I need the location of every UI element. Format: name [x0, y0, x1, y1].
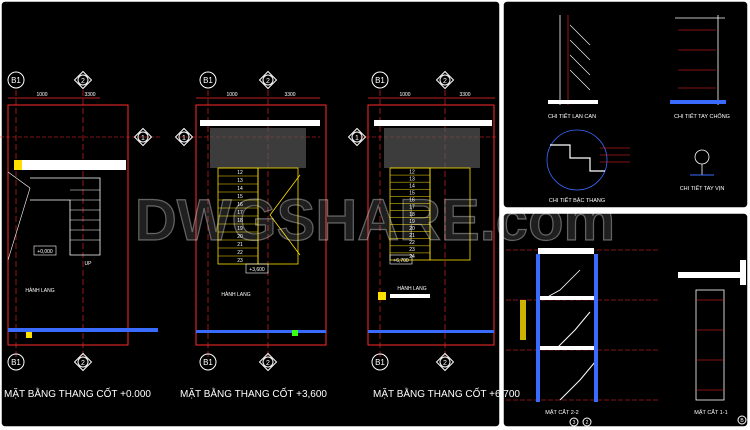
- stair-step-number: 20: [237, 234, 243, 240]
- axis-label-2-bottom: 2: [443, 360, 447, 367]
- axis-label-b1-bottom: B1: [375, 358, 385, 367]
- axis-label-b1-top: B1: [11, 76, 21, 85]
- room-label: HÀNH LANG: [397, 285, 426, 292]
- stair-step-number: 13: [409, 176, 415, 182]
- axis-label-1: 1: [355, 135, 359, 142]
- room-label: HÀNH LANG: [25, 287, 54, 294]
- dim-right: 3300: [459, 92, 470, 98]
- section-axis-b: B: [740, 418, 744, 424]
- plan-level-6700: B1 2 1000 3300 1213141516171819202122232…: [347, 70, 520, 400]
- plan-caption-1: MẶT BẰNG THANG CỐT +3,600: [180, 386, 327, 400]
- axis-label-b1-top: B1: [203, 76, 213, 85]
- stair-step-number: 21: [409, 233, 415, 239]
- stair-step-number: 16: [409, 198, 415, 204]
- stair-step-number: 22: [409, 240, 415, 246]
- panel-details: [502, 0, 749, 209]
- detail-caption-tay-vin: CHI TIẾT TAY VỊN: [680, 185, 725, 192]
- stair-step-number: 15: [237, 194, 243, 200]
- plan-level-0: B1 2 1000 3300 +0,000 UP HÀNH LANG B1: [0, 70, 160, 400]
- stair-step-number: 17: [237, 210, 243, 216]
- plan-caption-2: MẶT BẰNG THANG CỐT +6,700: [373, 386, 520, 400]
- stair-step-number: 15: [409, 191, 415, 197]
- stair-step-number: 21: [237, 242, 243, 248]
- stair-step-number: 18: [409, 212, 415, 218]
- stair-step-number: 19: [237, 226, 243, 232]
- stair-step-number: 23: [409, 247, 415, 253]
- stair-step-number: 19: [409, 219, 415, 225]
- stair-step-number: 12: [409, 169, 415, 175]
- panel-sections: [502, 212, 749, 428]
- section-axis-2: 2: [586, 420, 589, 426]
- level-tag: +6,700: [393, 258, 409, 264]
- dim-left: 1000: [226, 92, 237, 98]
- stair-step-number: 14: [409, 183, 415, 189]
- stair-step-number: 12: [237, 170, 243, 176]
- detail-caption-lan-can: CHI TIẾT LAN CAN: [548, 113, 596, 120]
- section-axis-3: 3: [573, 420, 576, 426]
- watermark-text: DWGSHARE.com: [135, 188, 615, 253]
- axis-label-2-top: 2: [266, 78, 270, 85]
- stair-step-number: 13: [237, 178, 243, 184]
- axis-label-1: 1: [141, 135, 145, 142]
- axis-label-b1-bottom: B1: [203, 358, 213, 367]
- stair-step-number: 16: [237, 202, 243, 208]
- up-label: UP: [85, 261, 93, 267]
- axis-label-2-top: 2: [443, 78, 447, 85]
- panel-plans: [0, 0, 501, 428]
- axis-label-b1-top: B1: [375, 76, 385, 85]
- plan-level-3600: B1 2 1000 3300 121314151617181920212223 …: [174, 70, 327, 400]
- axis-bubble-b1-top: [7, 71, 25, 89]
- section-caption-1-1: MẶT CẮT 1-1: [694, 408, 727, 416]
- detail-bac-thang: CHI TIẾT BẬC THANG: [546, 129, 630, 204]
- dim-right: 3300: [284, 92, 295, 98]
- stair-step-number: 17: [409, 205, 415, 211]
- axis-label-2-top: 2: [81, 78, 85, 85]
- detail-tay-chong: CHI TIẾT TAY CHỐNG: [670, 15, 730, 120]
- detail-caption-bac-thang: CHI TIẾT BẬC THANG: [549, 197, 605, 204]
- room-label: HÀNH LANG: [221, 291, 250, 298]
- stair-step-number: 23: [237, 258, 243, 264]
- dim-left: 1000: [399, 92, 410, 98]
- dim-left: 1000: [36, 92, 47, 98]
- detail-tay-vin: CHI TIẾT TAY VỊN: [680, 149, 725, 192]
- section-1-1: MẶT CẮT 1-1 B: [678, 260, 747, 425]
- axis-label-2-bottom: 2: [81, 360, 85, 367]
- section-caption-2-2: MẶT CẮT 2-2: [545, 408, 578, 416]
- axis-label-b1-bottom: B1: [11, 358, 21, 367]
- level-tag: +3,600: [249, 267, 265, 273]
- stair-step-number: 14: [237, 186, 243, 192]
- stair-step-number: 20: [409, 226, 415, 232]
- detail-lan-can: CHI TIẾT LAN CAN: [548, 15, 598, 120]
- stair-step-number: 18: [237, 218, 243, 224]
- plan-caption-0: MẶT BẰNG THANG CỐT +0.000: [4, 386, 151, 400]
- axis-label-1: 1: [182, 135, 186, 142]
- dim-right: 3300: [84, 92, 95, 98]
- axis-label-2-bottom: 2: [266, 360, 270, 367]
- detail-caption-tay-chong: CHI TIẾT TAY CHỐNG: [674, 113, 730, 120]
- stair-step-number: 22: [237, 250, 243, 256]
- level-tag: +0,000: [37, 249, 53, 255]
- section-2-2: MẶT CẮT 2-2 3 2: [506, 248, 660, 427]
